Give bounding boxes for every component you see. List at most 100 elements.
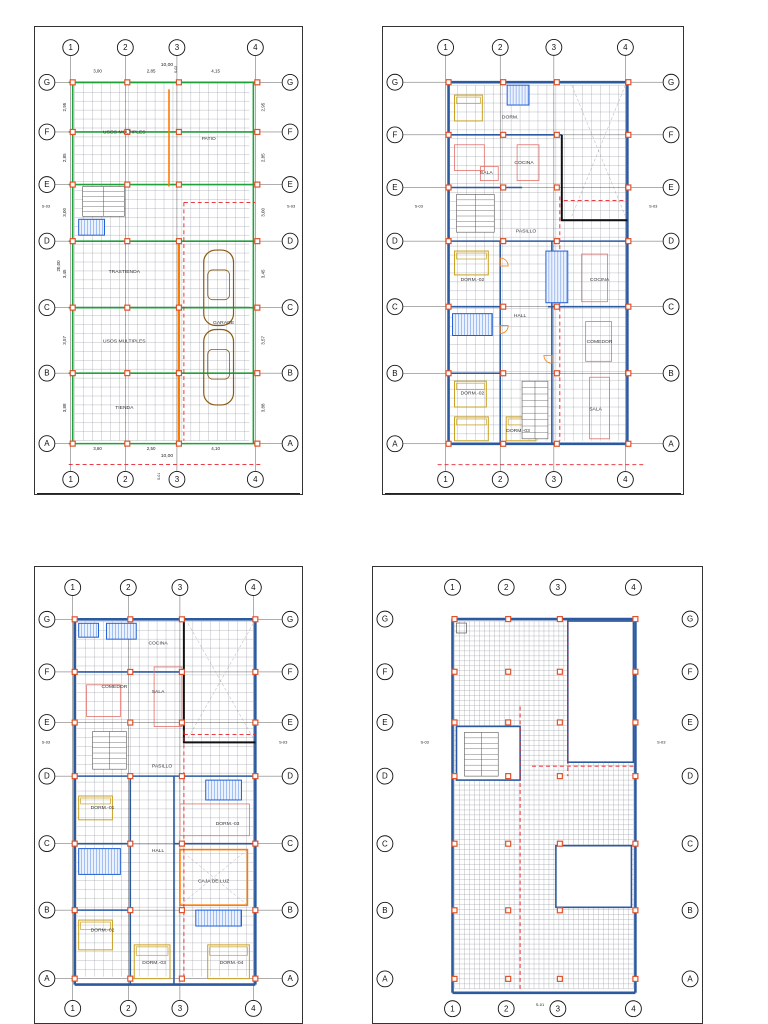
column <box>69 238 76 245</box>
bed <box>78 919 113 951</box>
section-mark-right: S-03 <box>279 739 288 744</box>
column <box>445 303 452 310</box>
column <box>451 668 458 675</box>
bed <box>454 250 489 276</box>
grid-bubble-left-A-label: A <box>382 974 388 983</box>
grid-bubble-2-label: 2 <box>123 43 128 52</box>
grid-bubble-left-E <box>376 714 394 731</box>
section-mark-left: S-03 <box>415 203 424 208</box>
column <box>505 719 512 726</box>
patio-void-edge <box>560 134 628 222</box>
grid-bubble-left-G <box>38 73 56 91</box>
column <box>69 181 76 188</box>
column <box>556 975 563 982</box>
grid-bubble-right-B-label: B <box>687 906 692 915</box>
column <box>505 840 512 847</box>
column <box>127 840 134 847</box>
bed <box>133 944 171 980</box>
column <box>500 131 507 138</box>
grid-bubble-right-G <box>681 610 699 628</box>
grid-bubble-bottom-2-label: 2 <box>126 1004 131 1013</box>
grid-bubble-right-G-label: G <box>287 615 293 624</box>
column <box>505 773 512 780</box>
grid-bubble-1-label: 1 <box>71 583 76 592</box>
s2-room-label-5: COCINA <box>590 277 610 283</box>
grid-bubble-right-G-label: G <box>668 78 674 87</box>
section-mark-left: S-03 <box>420 739 429 744</box>
column <box>553 440 560 447</box>
grid-bubble-right-D <box>281 767 299 785</box>
grid-bubble-bottom-4-label: 4 <box>623 475 628 484</box>
column <box>252 773 259 780</box>
column <box>556 615 563 623</box>
grid-bubble-right-E <box>681 714 699 731</box>
furniture <box>516 144 540 181</box>
s3-room-label-5: DORM.-03 <box>216 821 240 827</box>
grid-bubble-left-D-label: D <box>44 772 50 781</box>
grid-bubble-right-F <box>681 663 699 681</box>
dim-bottom-1: 2,50 <box>147 446 156 451</box>
grid-bubble-bottom-4-label: 4 <box>631 1004 636 1013</box>
grid-bubble-left-E-label: E <box>44 180 49 189</box>
s3-room-label-10: DORM.-04 <box>220 960 244 966</box>
grid-bubble-bottom-1-label: 1 <box>71 1004 76 1013</box>
column <box>252 907 259 914</box>
s3-room-label-1: COMEDOR <box>101 684 127 690</box>
dim-bottom-2: 4,10 <box>211 446 220 451</box>
pillow <box>456 96 481 104</box>
column <box>500 303 507 310</box>
column <box>632 840 639 847</box>
column <box>124 238 131 245</box>
grid-bubble-left-G <box>376 610 394 628</box>
grid-bubble-right-B-label: B <box>287 906 292 915</box>
column <box>127 719 134 726</box>
grid-bubble-left-C-label: C <box>44 303 50 312</box>
column <box>175 181 182 188</box>
s3-room-label-6: HALL <box>152 848 165 854</box>
column <box>632 773 639 780</box>
column <box>445 79 452 86</box>
grid-bubble-bottom-1 <box>444 1000 461 1018</box>
s2-room-label-7: COMEDOR <box>587 339 613 345</box>
column <box>175 79 182 86</box>
grid-bubble-bottom-3 <box>549 1000 567 1018</box>
floor-tiles <box>448 84 626 441</box>
column <box>505 907 512 914</box>
s2-room-label-6: HALL <box>514 313 527 319</box>
grid-bubble-left-B-label: B <box>382 906 387 915</box>
column <box>71 840 78 847</box>
grid-bubble-left-F-label: F <box>44 128 49 137</box>
dim-left-2: 3,00 <box>62 208 67 217</box>
grid-bubble-left-A-label: A <box>44 439 50 448</box>
grid-bubble-right-C-label: C <box>287 303 293 312</box>
section-mark-right: S-03 <box>287 203 296 208</box>
column <box>445 238 452 245</box>
grid-bubble-left-D <box>376 767 394 785</box>
s1-room-label-5: GARAGE <box>213 320 235 326</box>
grid-bubble-left-B <box>38 364 56 382</box>
grid-bubble-right-E <box>281 714 299 731</box>
dim-bottom-0: 3,60 <box>93 446 102 451</box>
column <box>252 719 259 726</box>
column <box>71 907 78 914</box>
column <box>451 719 458 726</box>
grid-bubble-1-label: 1 <box>443 43 448 52</box>
column <box>445 131 452 138</box>
s2-room-label-1: COCINA <box>514 160 534 166</box>
grid-bubble-right-C-label: C <box>287 839 293 848</box>
pillow <box>456 252 487 260</box>
grid-bubble-right-E-label: E <box>287 180 292 189</box>
bathroom <box>195 909 242 927</box>
title-block-line <box>385 493 681 494</box>
pillow <box>209 946 248 956</box>
column <box>500 184 507 191</box>
column <box>500 79 507 86</box>
column <box>254 181 261 188</box>
grid-bubble-right-A-label: A <box>668 439 674 448</box>
grid-bubble-right-A-label: A <box>287 974 293 983</box>
grid-bubble-left-D-label: D <box>382 772 388 781</box>
